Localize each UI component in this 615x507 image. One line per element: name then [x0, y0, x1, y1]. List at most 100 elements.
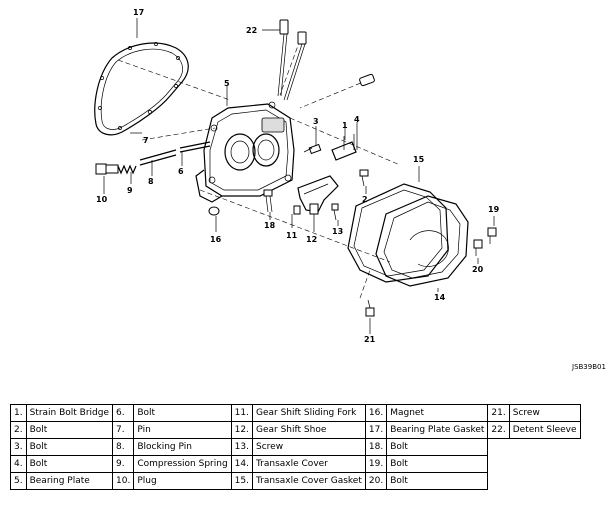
- legend-number: 8.: [112, 438, 135, 456]
- assembly-line: [289, 117, 401, 166]
- legend-number: 17.: [364, 421, 388, 439]
- legend-number: 20.: [364, 472, 388, 490]
- callout-5: 5: [224, 79, 230, 88]
- legend-label: Screw: [252, 438, 366, 456]
- assembly-line: [117, 59, 231, 101]
- assembly-line: [199, 189, 391, 263]
- legend-number: 18.: [364, 438, 388, 456]
- callout-3: 3: [313, 117, 319, 126]
- legend-number: 2.: [10, 421, 27, 439]
- legend-number: 11.: [230, 404, 254, 422]
- legend-label: Bolt: [386, 438, 489, 456]
- legend-label: Bolt: [25, 455, 114, 473]
- legend-label: Bolt: [25, 421, 114, 439]
- legend-number: 6.: [112, 404, 135, 422]
- legend-number: 21.: [487, 404, 510, 422]
- callout-11: 11: [286, 231, 298, 240]
- legend-label: Bolt: [386, 472, 489, 490]
- callout-21: 21: [364, 335, 376, 344]
- magnet: [208, 206, 220, 216]
- callout-16: 16: [210, 235, 222, 244]
- gasket-holes: [98, 42, 180, 130]
- bearing-plate-gasket: [94, 42, 189, 136]
- screw-13: [331, 203, 339, 221]
- callout-15: 15: [413, 155, 425, 164]
- callout-4: 4: [354, 115, 360, 124]
- assembly-line: [141, 127, 216, 141]
- legend-number: 1.: [10, 404, 27, 422]
- bolt-2: [359, 169, 369, 187]
- leader-lines: [103, 18, 495, 334]
- exploded-parts-diagram: 17 22 5 7 6 8 9 10 3 1 4 2 15 16 18 11 1…: [94, 8, 606, 371]
- legend-number: 13.: [230, 438, 254, 456]
- legend-label: Magnet: [386, 404, 489, 422]
- bolt-3: [303, 143, 322, 155]
- callout-9: 9: [127, 186, 133, 195]
- blocking-pin: [139, 149, 177, 166]
- legend-label: Detent Sleeve: [508, 421, 581, 439]
- transaxle-cover: [375, 195, 469, 287]
- callout-2: 2: [362, 195, 368, 204]
- legend-label: Bolt: [133, 404, 232, 422]
- screw-21: [365, 299, 375, 317]
- legend-empty-cell: [509, 473, 580, 490]
- callout-17: 17: [133, 8, 144, 17]
- transaxle-cover-gasket: [347, 183, 449, 283]
- legend-number: 12.: [230, 421, 254, 439]
- legend-label: Pin: [133, 421, 232, 439]
- legend-label: Bearing Plate Gasket: [386, 421, 489, 439]
- plug: [95, 163, 119, 175]
- bolt-19: [487, 227, 497, 244]
- bearing-plate: [195, 101, 295, 203]
- callout-19: 19: [488, 205, 500, 214]
- bolt-18: [263, 189, 273, 213]
- figure-code: JSB39B01: [571, 363, 606, 371]
- legend-label: Bolt: [386, 455, 489, 473]
- legend-empty-cell: [509, 456, 580, 473]
- legend-number: 3.: [10, 438, 27, 456]
- legend-empty-cell: [509, 439, 580, 456]
- bolt-4: [353, 134, 358, 150]
- callout-13: 13: [332, 227, 343, 236]
- legend-empty-cell: [488, 456, 509, 473]
- legend-label: Transaxle Cover Gasket: [252, 472, 366, 490]
- legend-label: Gear Shift Shoe: [252, 421, 366, 439]
- legend-number: 19.: [364, 455, 388, 473]
- assembly-line: [299, 79, 369, 109]
- legend-label: Strain Bolt Bridge: [25, 404, 114, 422]
- legend-number: 4.: [10, 455, 27, 473]
- legend-label: Gear Shift Sliding Fork: [252, 404, 366, 422]
- bolt-6: [179, 141, 211, 153]
- callout-labels: 17 22 5 7 6 8 9 10 3 1 4 2 15 16 18 11 1…: [96, 8, 606, 371]
- legend-label: Screw: [508, 404, 581, 422]
- callout-8: 8: [148, 177, 154, 186]
- callout-1: 1: [342, 121, 348, 130]
- legend-number: 14.: [230, 455, 254, 473]
- assembly-line: [359, 269, 371, 299]
- legend-label: Plug: [133, 472, 232, 490]
- legend-number: 10.: [112, 472, 135, 490]
- compression-spring: [117, 164, 137, 175]
- legend-empty-cell: [488, 439, 509, 456]
- legend-label: Bolt: [25, 438, 114, 456]
- callout-20: 20: [472, 265, 484, 274]
- gear-shift-sliding-fork: [297, 175, 339, 213]
- strain-bolt-bridge: [331, 136, 357, 161]
- detent-sleeve: [277, 19, 307, 101]
- callout-10: 10: [96, 195, 108, 204]
- legend-empty-cell: [488, 473, 509, 490]
- legend-number: 5.: [10, 472, 27, 490]
- callout-7: 7: [143, 136, 149, 145]
- legend-label: Compression Spring: [133, 455, 232, 473]
- callout-6: 6: [178, 167, 184, 176]
- callout-18: 18: [264, 221, 276, 230]
- legend-label: Transaxle Cover: [252, 455, 366, 473]
- bolt-20: [473, 239, 483, 256]
- legend-number: 22.: [487, 421, 510, 439]
